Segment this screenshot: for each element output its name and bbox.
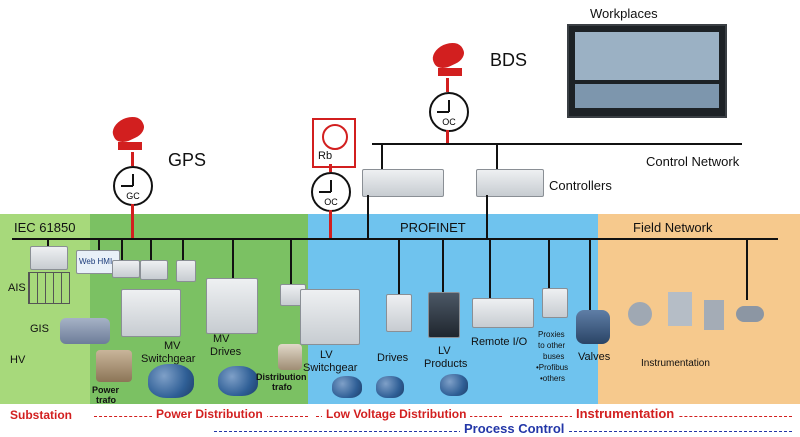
gis-equipment — [60, 318, 110, 344]
valves-label: Valves — [578, 351, 611, 363]
instrumentation-devices — [628, 292, 768, 342]
proxies-label-4: •Profibus — [536, 363, 569, 372]
proxies-label-5: •others — [540, 374, 566, 383]
lv-switchgear-label-2: Switchgear — [303, 362, 358, 374]
iec-61850-label: IEC 61850 — [14, 220, 76, 235]
mv-motor-2 — [218, 366, 258, 396]
distribution-trafo-label-2: trafo — [272, 382, 292, 392]
controller-2 — [476, 169, 544, 197]
gc-clock-icon: GC — [113, 166, 153, 206]
satellite-dish-icon — [428, 38, 472, 78]
footer-process-control: Process Control — [460, 421, 569, 437]
power-trafo-label-2: trafo — [96, 395, 116, 405]
lv-motor-2 — [376, 376, 404, 398]
power-trafo-label-1: Power — [92, 385, 120, 395]
mv-motor-1 — [148, 364, 194, 398]
lv-products-label-1: LV — [438, 345, 451, 357]
lv-switchgear — [300, 289, 360, 345]
proxy-module — [542, 288, 568, 318]
workplaces-screen — [567, 24, 727, 118]
ais-structure — [28, 272, 70, 304]
controller-1 — [362, 169, 444, 197]
lv-products-label-2: Products — [424, 358, 468, 370]
distribution-trafo — [278, 344, 302, 370]
relay-device-3 — [176, 260, 196, 282]
control-network-label: Control Network — [646, 154, 740, 169]
drive-unit — [386, 294, 412, 332]
gps-dish-icon — [108, 112, 152, 152]
workplaces-label: Workplaces — [590, 6, 658, 21]
mv-switchgear-label-1: MV — [164, 340, 181, 352]
proxies-label-3: buses — [543, 352, 565, 361]
hmi-panel — [30, 246, 68, 270]
footer-instrumentation: Instrumentation — [572, 406, 679, 422]
relay-device-1 — [112, 260, 140, 278]
drives-label: Drives — [377, 352, 409, 364]
valve-unit — [576, 310, 610, 344]
controllers-label: Controllers — [549, 178, 612, 193]
profinet-label: PROFINET — [400, 220, 466, 235]
ais-label: AIS — [8, 282, 26, 294]
hv-label: HV — [10, 354, 26, 366]
power-trafo — [96, 350, 132, 382]
footer-power-distribution: Power Distribution — [152, 407, 267, 423]
distribution-trafo-label-1: Distribution — [256, 372, 307, 382]
main-bus — [12, 238, 778, 240]
mv-switchgear — [121, 289, 181, 337]
gps-label: GPS — [168, 150, 207, 170]
remote-io-module — [472, 298, 534, 328]
remote-io-label: Remote I/O — [471, 336, 528, 348]
lv-products-unit — [428, 292, 460, 338]
lv-switchgear-label-1: LV — [320, 349, 333, 361]
oc-clock-left-icon: OC — [311, 172, 351, 212]
rubidium-clock-icon: Rb — [312, 118, 356, 168]
oc-clock-icon: OC — [429, 92, 469, 132]
lv-motor-3 — [440, 374, 468, 396]
proxies-label-2: to other — [538, 341, 566, 350]
footer-substation: Substation — [10, 408, 72, 422]
control-network-bus — [372, 143, 742, 145]
mv-drives — [206, 278, 258, 334]
mv-drives-label-1: MV — [213, 333, 230, 345]
relay-device-2 — [140, 260, 168, 280]
field-network-label: Field Network — [633, 220, 713, 235]
bds-label: BDS — [490, 50, 528, 70]
gis-label: GIS — [30, 323, 49, 335]
mv-switchgear-label-2: Switchgear — [141, 353, 196, 365]
mv-drives-label-2: Drives — [210, 346, 242, 358]
instrumentation-label: Instrumentation — [641, 358, 710, 369]
lv-motor-1 — [332, 376, 362, 398]
substation-zone — [0, 214, 90, 404]
proxies-label-1: Proxies — [538, 330, 565, 339]
footer-low-voltage-distribution: Low Voltage Distribution — [322, 407, 471, 423]
